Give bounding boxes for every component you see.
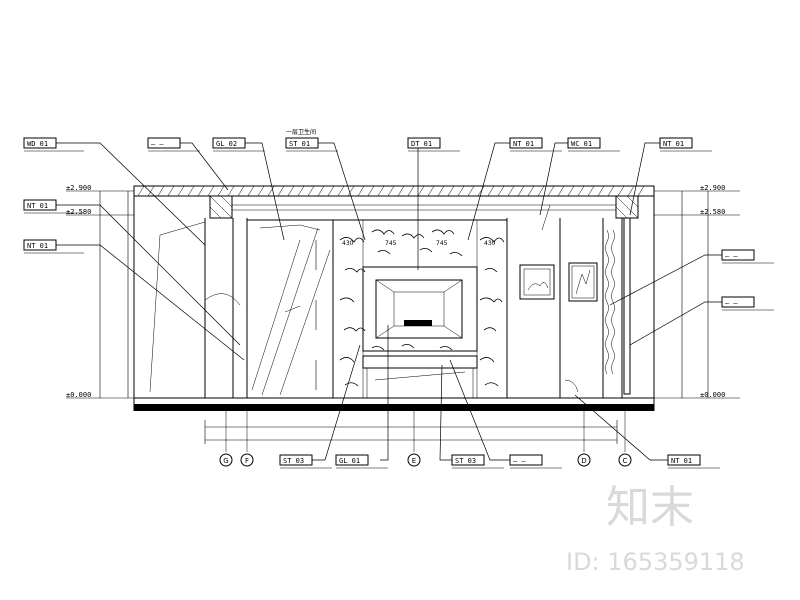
svg-text:ST 01: ST 01 bbox=[289, 140, 310, 148]
bottom-dimension bbox=[204, 411, 626, 452]
svg-text:— —: — — bbox=[513, 457, 526, 465]
tag-dash-1: — — bbox=[147, 137, 229, 191]
watermark-logo: 知末 bbox=[606, 482, 694, 533]
tag-dash-right-1: — — bbox=[609, 249, 774, 306]
tag-dash-bottom: — — bbox=[449, 359, 562, 469]
watermark-id: ID: 165359118 bbox=[566, 548, 745, 576]
panel-dim-1: 430 bbox=[342, 240, 354, 247]
svg-text:— —: — — bbox=[151, 140, 164, 148]
tag-nt01-left-1: NT 01 bbox=[23, 199, 241, 346]
right-level-markers: ±2.900 ±2.580 ±0.000 bbox=[654, 184, 740, 399]
tag-st03-left: ST 03 bbox=[279, 344, 361, 469]
axis-c: C bbox=[623, 457, 628, 465]
right-tags: — — — — bbox=[609, 249, 774, 346]
svg-text:ST 03: ST 03 bbox=[455, 457, 476, 465]
tag-nt01-right: NT 01 bbox=[629, 137, 712, 216]
watermark: 知末 ID: 165359118 bbox=[566, 482, 745, 576]
ceiling-slab bbox=[133, 185, 655, 219]
level-right-floor: ±0.000 bbox=[700, 391, 725, 399]
svg-text:GL 01: GL 01 bbox=[339, 457, 360, 465]
svg-text:NT 01: NT 01 bbox=[513, 140, 534, 148]
tag-dt01: DT 01 bbox=[407, 137, 460, 270]
axis-f: F bbox=[245, 457, 249, 465]
svg-text:GL 02: GL 02 bbox=[216, 140, 237, 148]
bottom-tags: ST 03 GL 01 ST 03 — — NT 01 bbox=[279, 325, 720, 469]
svg-text:NT 01: NT 01 bbox=[27, 202, 48, 210]
tag-wc01: WC 01 bbox=[539, 137, 620, 216]
left-level-markers: ±2.900 ±2.580 ±0.000 bbox=[66, 184, 134, 399]
axis-g: G bbox=[223, 457, 228, 465]
tag-gl02: GL 02 bbox=[212, 137, 285, 241]
level-left-mid: ±2.580 bbox=[66, 208, 91, 216]
tag-st01: 一层卫生间 ST 01 bbox=[285, 128, 366, 241]
svg-text:NT 01: NT 01 bbox=[27, 242, 48, 250]
top-tags: WD 01 — — GL 02 一层卫生间 ST 01 DT 01 bbox=[23, 128, 712, 270]
tag-gl01: GL 01 bbox=[335, 325, 389, 469]
svg-text:— —: — — bbox=[725, 252, 738, 260]
tag-dash-right-2: — — bbox=[629, 296, 774, 346]
panel-top-dims: 430 745 745 430 bbox=[342, 240, 496, 247]
svg-text:DT 01: DT 01 bbox=[411, 140, 432, 148]
floor-slab bbox=[134, 397, 654, 411]
tag-nt01-left-2: NT 01 bbox=[23, 239, 245, 361]
svg-text:NT 01: NT 01 bbox=[671, 457, 692, 465]
axis-bubbles: G F E D C bbox=[219, 453, 632, 467]
svg-text:ST 03: ST 03 bbox=[283, 457, 304, 465]
svg-text:NT 01: NT 01 bbox=[663, 140, 684, 148]
level-right-mid: ±2.580 bbox=[700, 208, 725, 216]
tag-st03-right: ST 03 bbox=[439, 364, 504, 469]
svg-text:— —: — — bbox=[725, 299, 738, 307]
level-right-top: ±2.900 bbox=[700, 184, 725, 192]
left-tags: NT 01 NT 01 bbox=[23, 199, 245, 361]
tag-note: 一层卫生间 bbox=[286, 128, 316, 136]
axis-d: D bbox=[581, 457, 586, 465]
panel-dim-2: 745 bbox=[385, 240, 397, 247]
svg-text:WC 01: WC 01 bbox=[571, 140, 592, 148]
marble-feature-wall bbox=[315, 219, 508, 399]
tag-wd01: WD 01 bbox=[23, 137, 206, 246]
svg-text:WD 01: WD 01 bbox=[27, 140, 48, 148]
panel-dim-3: 745 bbox=[436, 240, 448, 247]
level-left-floor: ±0.000 bbox=[66, 391, 91, 399]
tag-nt01-top: NT 01 bbox=[467, 137, 562, 241]
panel-dim-4: 430 bbox=[484, 240, 496, 247]
level-left-top: ±2.900 bbox=[66, 184, 91, 192]
axis-e: E bbox=[412, 457, 416, 465]
tag-nt01-bottom: NT 01 bbox=[574, 394, 720, 469]
